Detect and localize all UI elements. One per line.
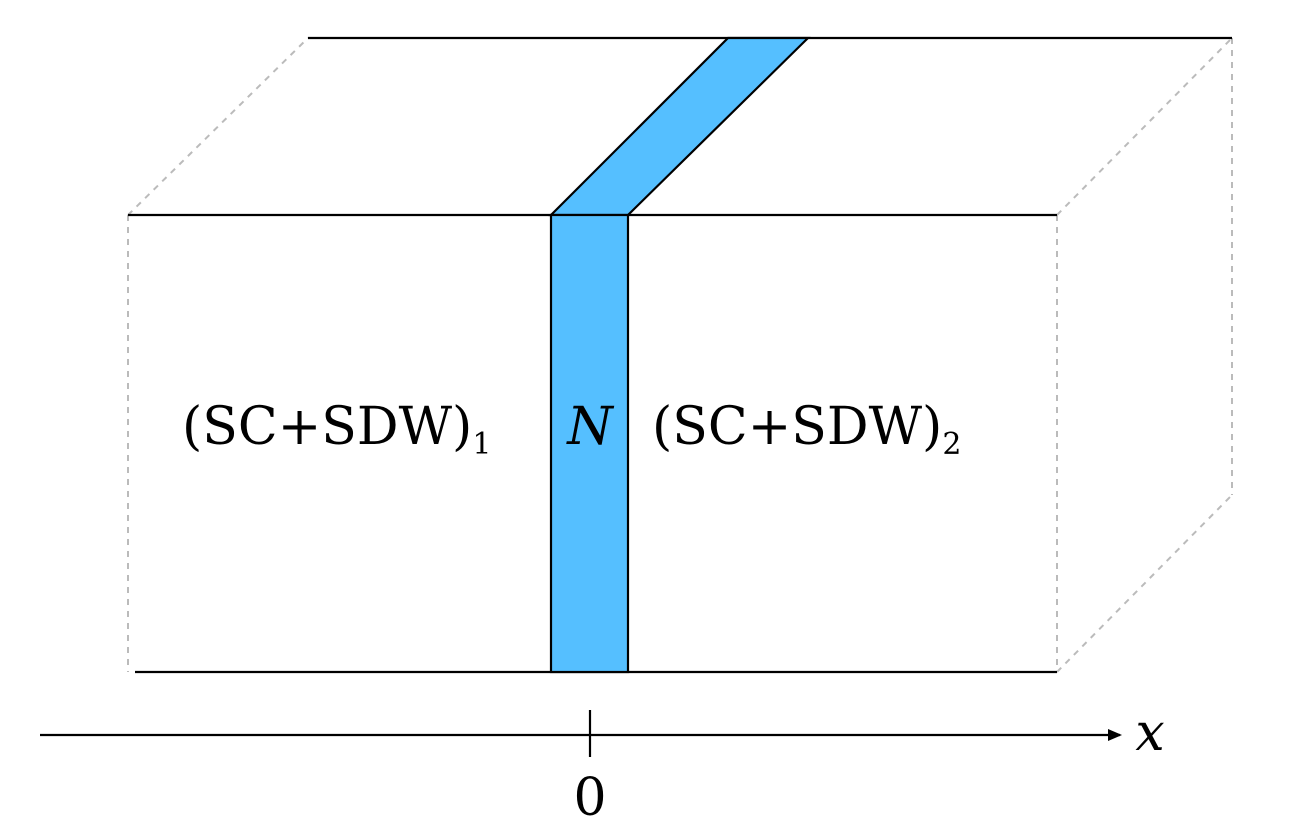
normal-layer (548, 36, 811, 674)
x-axis-label: x (1135, 703, 1164, 763)
right-diagonal-bottom (1056, 494, 1233, 673)
right-region-label: (SC+SDW)2 (652, 397, 961, 462)
hidden-edges (127, 37, 1233, 673)
right-diagonal-top (1056, 37, 1233, 216)
left-region-label-subscript: 1 (472, 427, 491, 462)
origin-label: 0 (573, 768, 606, 828)
right-region-label-subscript: 2 (942, 427, 961, 462)
x-axis: x 0 (40, 703, 1165, 828)
normal-layer-top-face (548, 36, 811, 217)
back-left-diagonal-top (127, 37, 309, 216)
normal-layer-front-face (549, 213, 630, 674)
normal-layer-label: N (565, 397, 614, 457)
left-region-label: (SC+SDW)1 (182, 397, 491, 462)
right-region-label-main: (SC+SDW) (652, 397, 942, 457)
left-region-label-main: (SC+SDW) (182, 397, 472, 457)
